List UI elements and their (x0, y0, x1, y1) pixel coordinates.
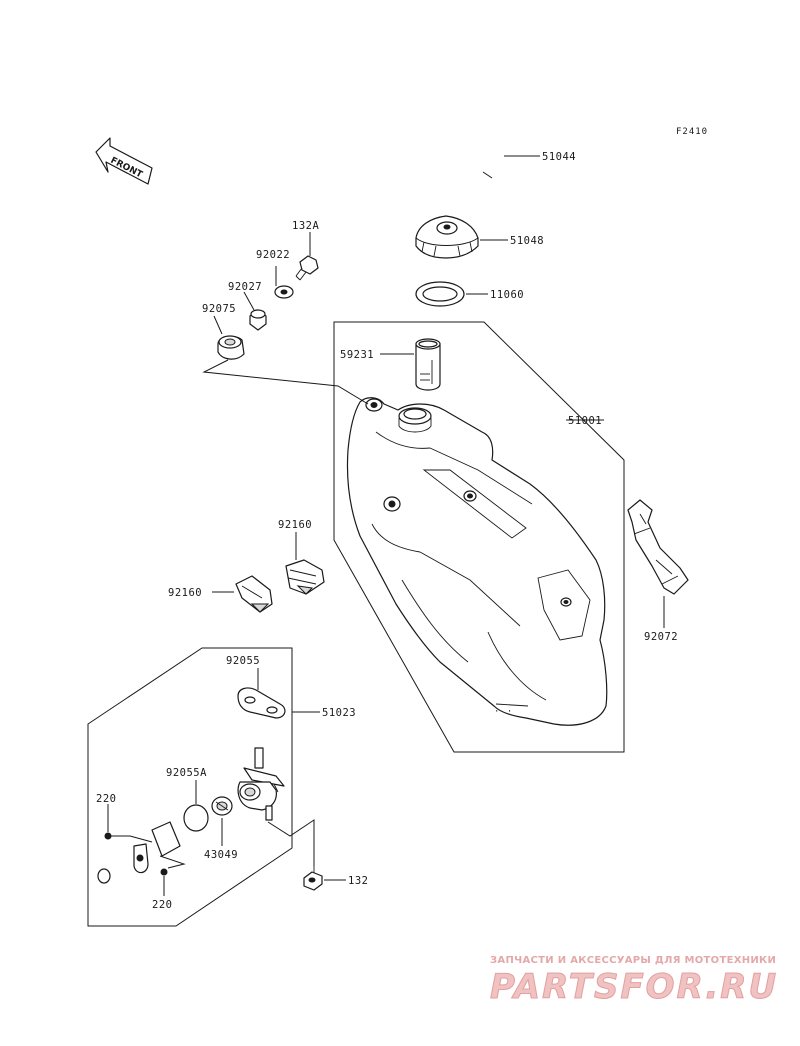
breather-hose-part (417, 139, 504, 219)
part-label-92072: 92072 (644, 631, 678, 643)
o-ring-part (183, 804, 209, 832)
part-label-59231: 59231 (340, 349, 374, 361)
part-label-220-upper: 220 (96, 793, 116, 805)
washer-92022-part (274, 285, 294, 299)
part-label-92160-upper: 92160 (278, 519, 312, 531)
part-label-92055a: 92055A (166, 767, 207, 779)
bolt-132a-part (295, 255, 319, 281)
figure-code: F2410 (676, 127, 708, 137)
tap-diaphragm-part (211, 796, 233, 816)
part-label-92027: 92027 (228, 281, 262, 293)
part-label-132: 132 (348, 875, 368, 887)
cap-gasket-part (415, 281, 465, 307)
screw-220-lower-part (160, 868, 168, 876)
damper-to-tank-leader (202, 359, 369, 405)
front-direction-arrow: FRONT (95, 137, 153, 185)
watermark-tagline: ЗАПЧАСТИ И АКСЕССУАРЫ ДЛЯ МОТОТЕХНИКИ (490, 955, 776, 966)
part-label-51044: 51044 (542, 151, 576, 163)
tap-leader-a (129, 835, 153, 843)
screw-220-upper-part (104, 832, 130, 840)
part-label-92022: 92022 (256, 249, 290, 261)
tank-casting-mark: · · (494, 707, 513, 717)
bolt-132-part (303, 866, 323, 891)
fuel-filter-part (415, 338, 441, 391)
leader-92075 (213, 315, 223, 335)
collar-92027-part (249, 309, 267, 331)
small-o-ring (97, 868, 111, 884)
tap-leader-b (159, 855, 186, 869)
fuel-tap-assembly-outline (87, 647, 293, 927)
tank-damper-upper-part (285, 559, 325, 595)
tank-damper-lower-part (235, 575, 273, 613)
damper-92075-part (217, 335, 245, 360)
part-label-51023: 51023 (322, 707, 356, 719)
tap-gasket-part (237, 687, 286, 719)
part-label-92075: 92075 (202, 303, 236, 315)
watermark-logo: PARTSFOR.RU (490, 967, 778, 1007)
part-label-92055: 92055 (226, 655, 260, 667)
fuel-cap-part (415, 215, 479, 259)
leader-92027 (243, 291, 255, 311)
tap-lever-plate-part (133, 821, 181, 874)
part-label-92160-lower: 92160 (168, 587, 202, 599)
fuel-tap-body-part (237, 747, 285, 821)
rubber-strap-part (627, 499, 689, 595)
part-label-220-lower: 220 (152, 899, 172, 911)
part-label-51048: 51048 (510, 235, 544, 247)
tap-to-bolt-leader (267, 819, 315, 866)
tank-assembly-outline (333, 321, 625, 753)
fuel-tank-body: · · (346, 397, 608, 726)
part-label-11060: 11060 (490, 289, 524, 301)
part-label-132a: 132A (292, 220, 319, 232)
part-label-43049: 43049 (204, 849, 238, 861)
part-label-51001: 51001 (568, 415, 602, 427)
